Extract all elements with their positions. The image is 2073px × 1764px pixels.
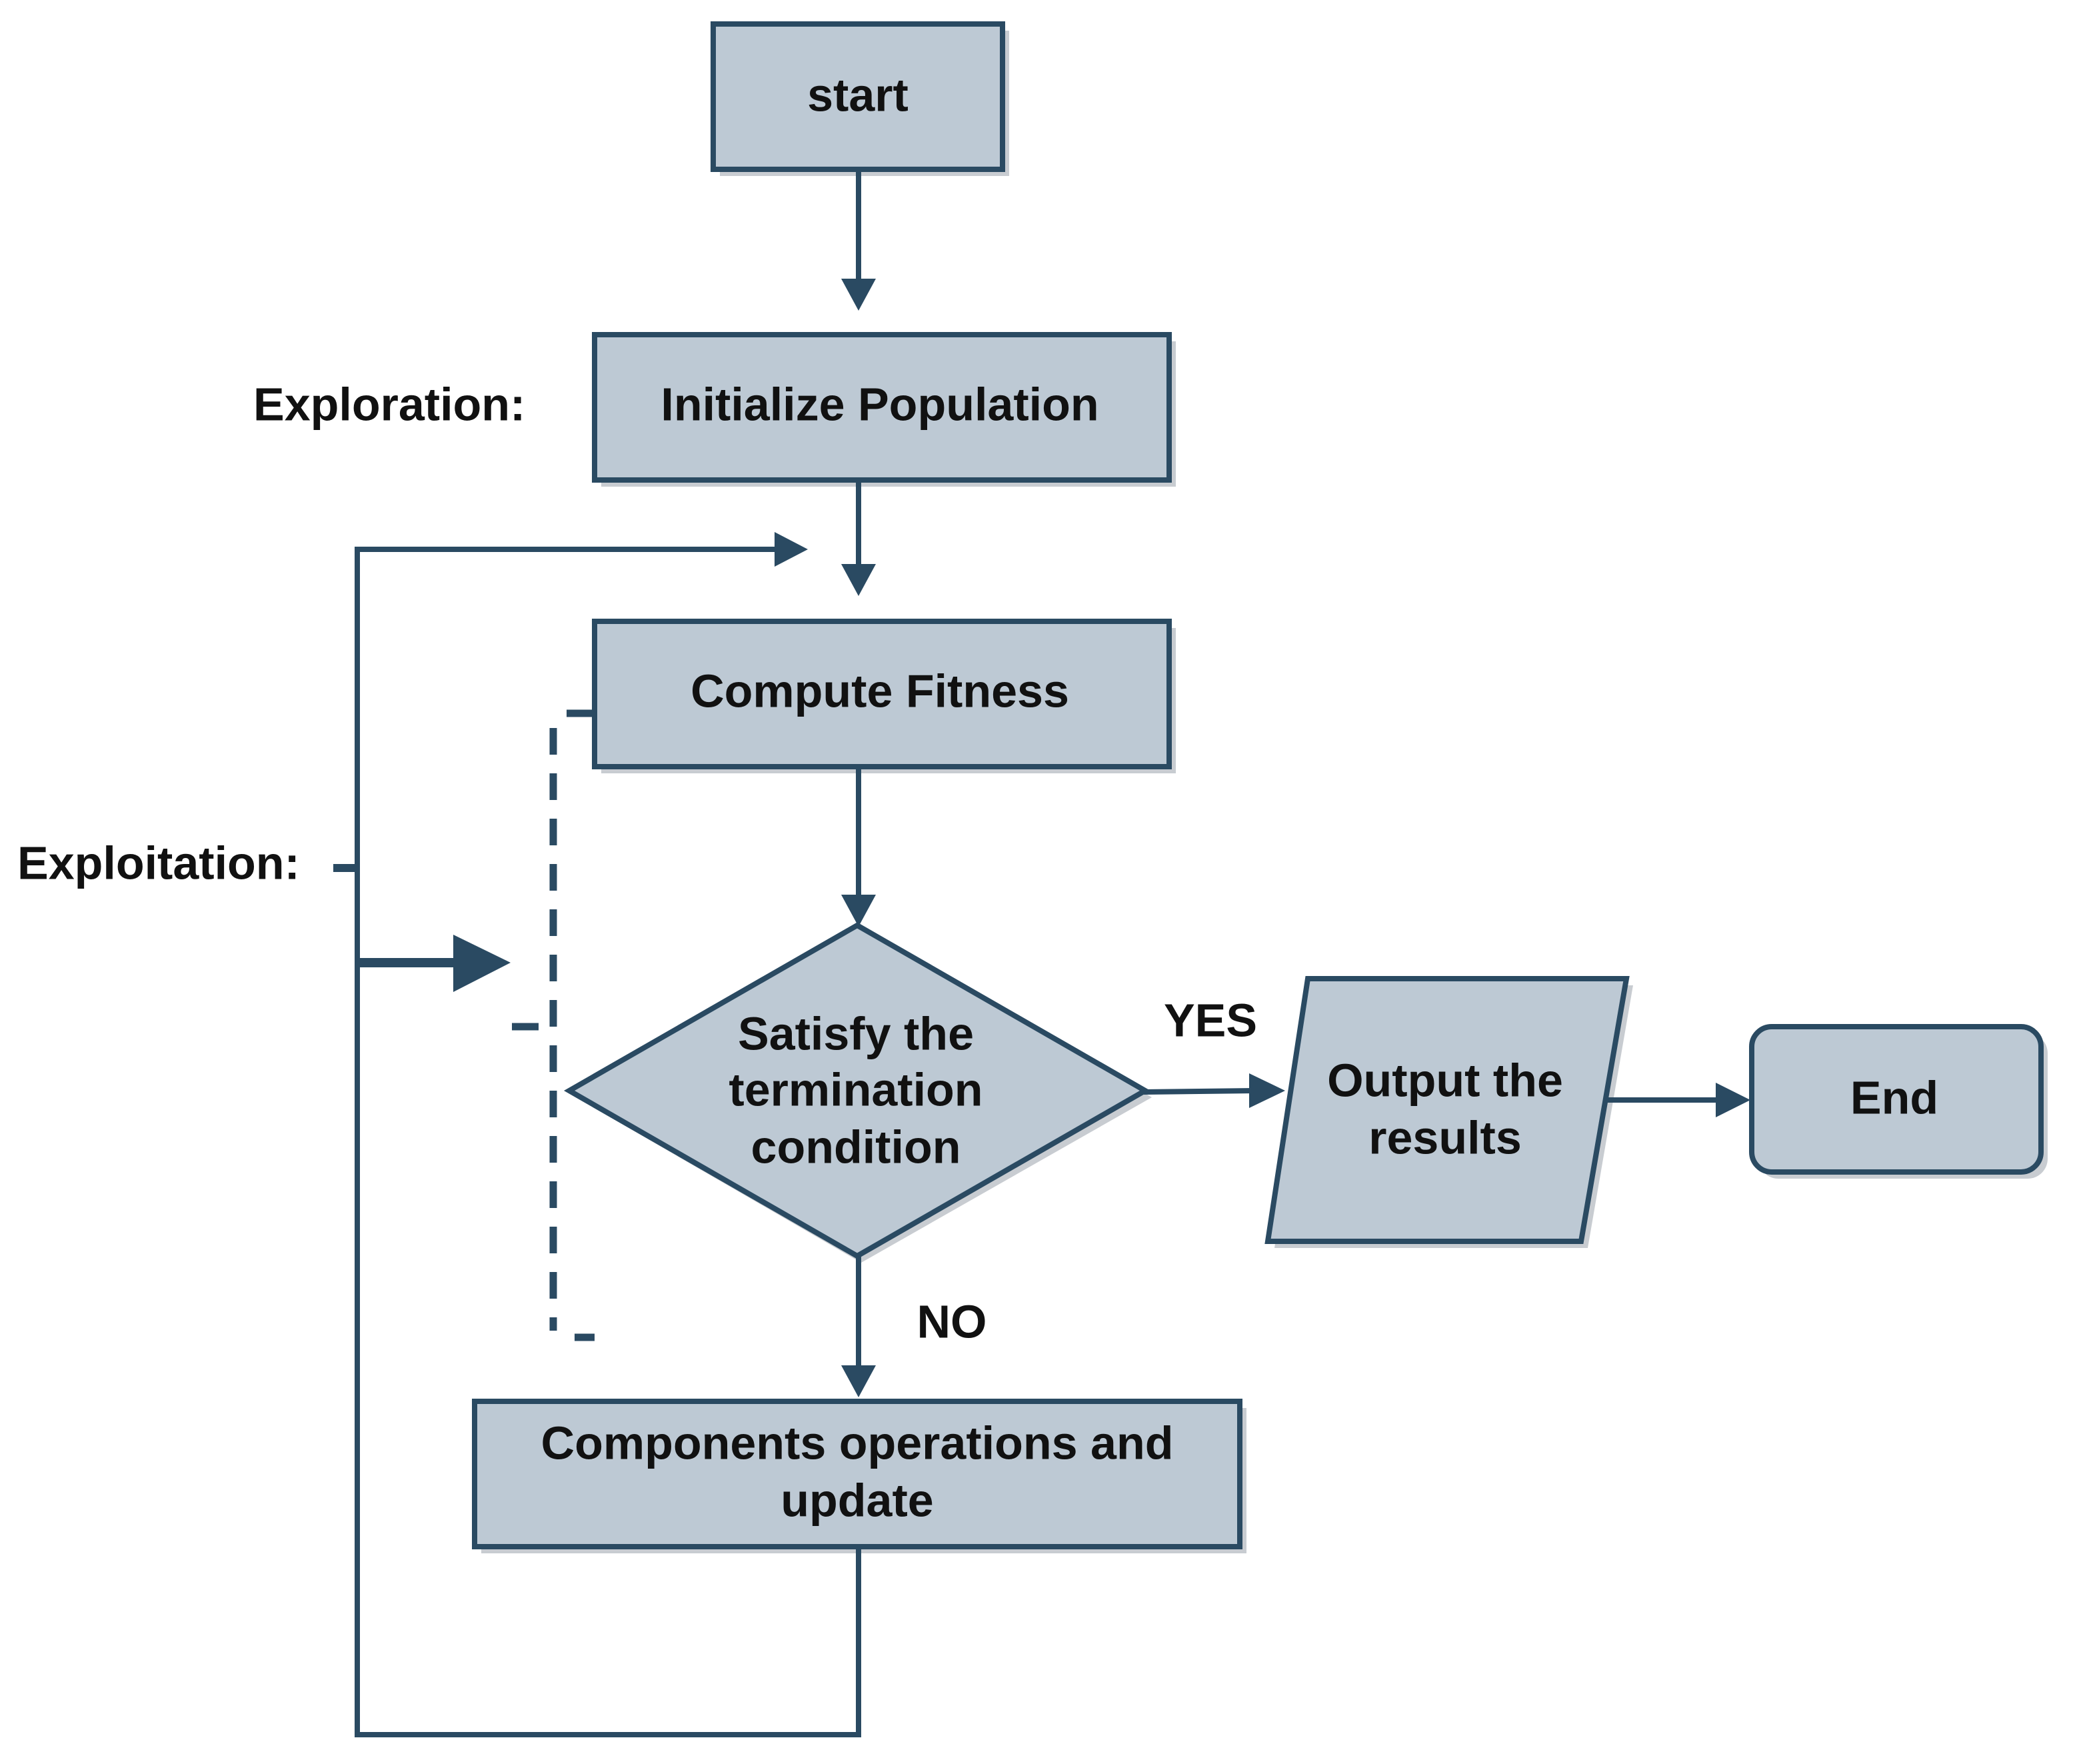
decision-line-1: Satisfy the [738,1007,974,1059]
exploitation-annotation: Exploitation: [17,837,300,889]
node-termination-decision: Satisfy the termination condition [563,922,1151,1259]
no-label: NO [917,1295,987,1347]
fitness-box [592,619,1172,769]
fitness-label: Compute Fitness [691,665,1069,717]
arrow-fitness-decision [841,895,876,927]
decision-line-2: termination [729,1063,983,1115]
arrow-output-end [1716,1083,1750,1117]
edge-decision-output [1143,1088,1255,1095]
output-line-1: Output the [1327,1054,1563,1106]
output-line-2: results [1368,1111,1522,1163]
arrow-start-initialize [841,279,876,311]
output-parallelogram [1264,976,1630,1244]
decision-diamond [563,922,1151,1259]
update-line-1: Components operations and [541,1417,1174,1469]
start-label: start [807,69,909,121]
arrow-loop-back [775,532,808,567]
update-line-2: update [781,1474,933,1526]
decision-line-3: condition [751,1121,961,1173]
start-box [711,21,1005,172]
exploitation-arrowhead [453,935,511,992]
end-label: End [1850,1071,1938,1123]
end-box [1749,1024,2044,1175]
node-start: start [711,21,1005,172]
node-compute-fitness: Compute Fitness [592,619,1172,769]
node-initialize-population: Initialize Population [592,332,1172,483]
initialize-label: Initialize Population [661,378,1098,430]
node-components-update: Components operations and update [472,1399,1242,1549]
arrow-decision-update [841,1365,876,1397]
yes-label: YES [1164,994,1257,1046]
edge-loop-back [355,547,861,1737]
initialize-box [592,332,1172,483]
update-box [472,1399,1242,1549]
arrow-initialize-fitness [841,564,876,596]
arrow-decision-output [1249,1073,1285,1108]
exploration-annotation: Exploration: [253,378,525,430]
node-end: End [1749,1024,2044,1175]
node-output-results: Output the results [1264,976,1630,1244]
